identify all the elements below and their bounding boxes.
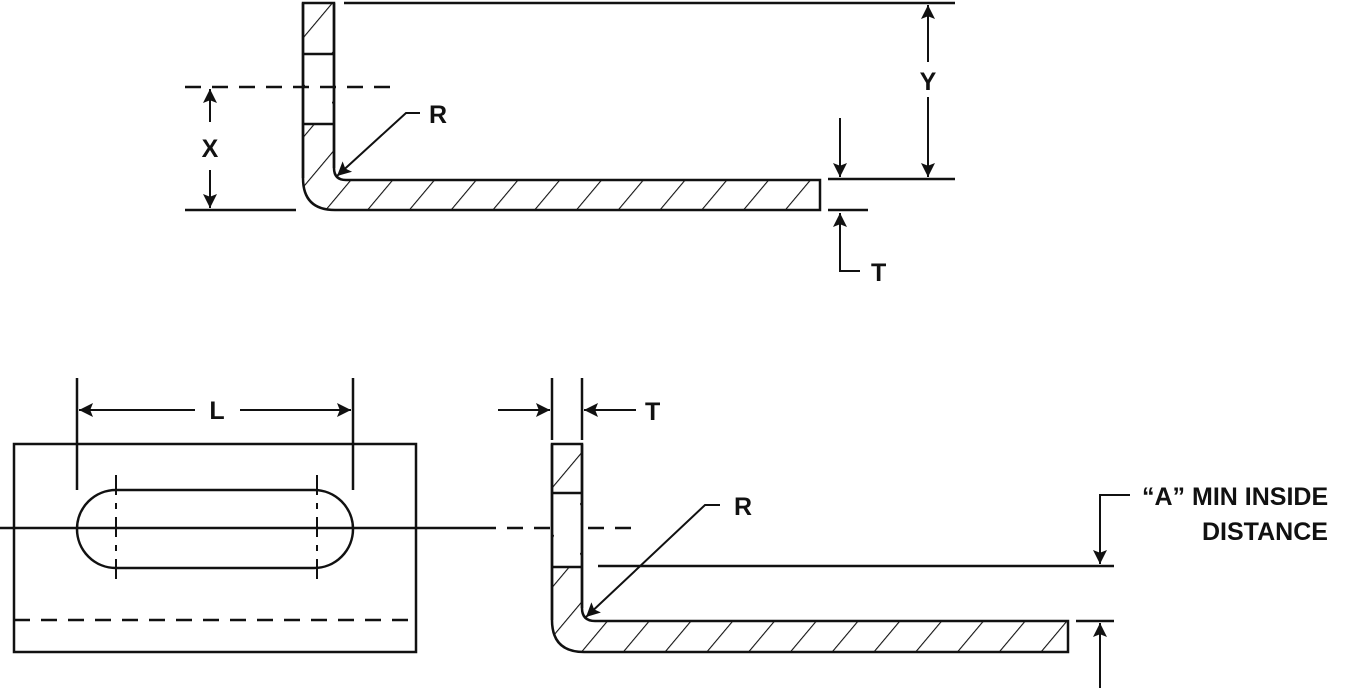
plate-view xyxy=(0,442,640,654)
a-label-line1: “A” MIN INSIDE xyxy=(1142,483,1328,511)
bottom-t-dimension: T xyxy=(498,378,660,440)
l-label: L xyxy=(209,397,224,425)
y-label: Y xyxy=(920,68,937,96)
plate-outline xyxy=(12,442,418,654)
top-t-label: T xyxy=(871,259,886,287)
top-bracket xyxy=(301,1,822,212)
bottom-bracket xyxy=(550,442,1070,654)
top-hole-gap xyxy=(305,54,332,124)
bottom-r-label: R xyxy=(734,493,752,521)
top-x-dimension: X xyxy=(185,85,395,212)
bottom-bracket-section xyxy=(550,442,1070,654)
top-y-dimension: Y xyxy=(344,1,955,181)
bottom-r-callout: R xyxy=(585,493,752,618)
a-label-line2: DISTANCE xyxy=(1202,518,1328,546)
bottom-hole-gap xyxy=(554,493,580,567)
top-r-label: R xyxy=(429,101,447,129)
x-label: X xyxy=(202,135,219,163)
a-dimension: “A” MIN INSIDE DISTANCE xyxy=(598,483,1328,688)
bottom-t-label: T xyxy=(645,398,660,426)
top-r-callout: R xyxy=(336,101,447,177)
top-bracket-section xyxy=(301,1,822,212)
top-t-dimension: T xyxy=(828,118,886,287)
l-dimension: L xyxy=(75,378,355,490)
